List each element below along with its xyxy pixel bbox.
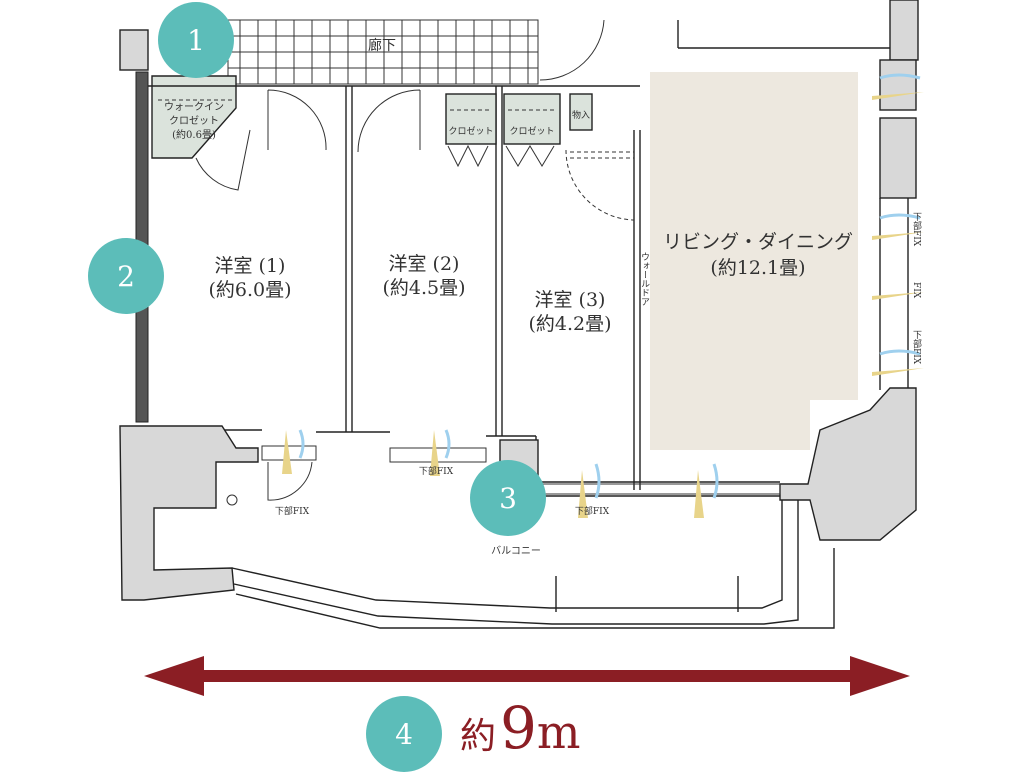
corridor-door-arc <box>539 19 605 81</box>
room2-size: (約4.5畳) <box>382 277 465 299</box>
wic-door-arc <box>195 129 251 191</box>
corridor-floor <box>227 19 539 85</box>
wall-bottom-right <box>779 387 917 541</box>
closet-a-label: クロゼット <box>448 125 493 137</box>
scale-number: 9 <box>500 694 537 762</box>
room1-size: (約6.0畳) <box>208 279 291 301</box>
balcony-label: バルコニー <box>491 545 541 557</box>
fix-label-east-1: 下部FIX <box>911 212 922 247</box>
east-pillar-2 <box>879 59 917 111</box>
room2-door <box>357 89 421 153</box>
room2-name: 洋室 (2) <box>389 253 460 275</box>
wic-label-2: クロゼット <box>169 115 219 127</box>
living-area-fill <box>650 72 858 450</box>
scale-prefix: 約 <box>460 716 496 757</box>
room3-name: 洋室 (3) <box>535 289 606 311</box>
fix-label-east-3: 下部FIX <box>911 330 922 365</box>
badge-2-text: 2 <box>117 260 135 293</box>
fix-label-a: 下部FIX <box>275 505 310 517</box>
scale-text: 約9m <box>460 694 581 762</box>
room1-door <box>267 89 327 151</box>
living-name: リビング・ダイニング <box>663 231 853 253</box>
balcony-parapet <box>231 500 835 629</box>
badge-4: 4 <box>366 696 442 772</box>
closet-a-doors <box>447 144 489 168</box>
wall-left-top <box>119 29 149 71</box>
room3-door <box>565 149 635 221</box>
airflow-arrows <box>282 73 924 518</box>
room3-size: (約4.2畳) <box>528 313 611 335</box>
closet-b <box>503 93 561 145</box>
wall-bottom-left <box>119 425 259 601</box>
living-size: (約12.1畳) <box>710 257 805 279</box>
storage-box <box>569 93 593 131</box>
closet-b-doors <box>505 145 555 167</box>
badge-1: 1 <box>158 2 234 78</box>
wall-top-right <box>889 0 919 61</box>
walk-in-closet <box>151 75 237 159</box>
wic-label-1: ウォークイン <box>164 101 224 113</box>
badge-2: 2 <box>88 238 164 314</box>
wic-label-3: (約0.6畳) <box>172 128 216 141</box>
drain-icon <box>226 494 238 506</box>
fix-label-b: 下部FIX <box>419 465 454 477</box>
closet-b-label: クロゼット <box>509 125 554 137</box>
corridor-label: 廊下 <box>368 37 396 54</box>
storage-label: 物入 <box>572 109 590 121</box>
badge-4-text: 4 <box>395 718 413 751</box>
balcony-door-swing <box>267 461 313 501</box>
scale-unit: m <box>537 705 581 759</box>
fix-label-east-2: FIX <box>911 282 921 299</box>
closet-a <box>445 93 497 145</box>
width-arrow <box>144 656 910 696</box>
wall-door-label: ウォールドア <box>639 252 650 306</box>
badge-3: 3 <box>470 460 546 536</box>
east-pillar-1 <box>879 117 917 199</box>
fix-label-c: 下部FIX <box>575 505 610 517</box>
badge-1-text: 1 <box>187 24 205 57</box>
badge-3-text: 3 <box>499 482 517 515</box>
room1-name: 洋室 (1) <box>215 255 286 277</box>
